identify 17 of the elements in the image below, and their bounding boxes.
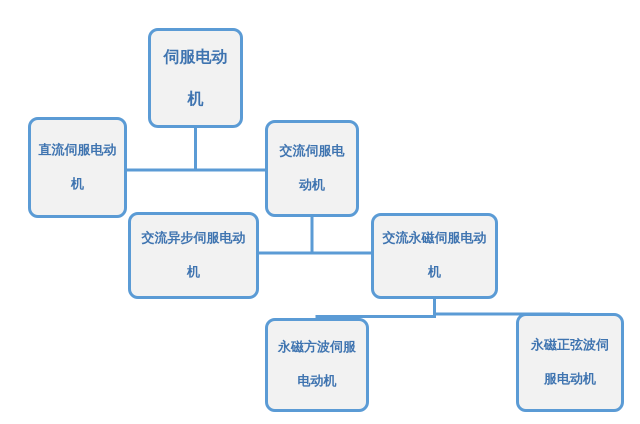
category-box — [265, 318, 369, 412]
category-label: 永磁正弦波伺服电动机 — [530, 336, 610, 388]
connector-line — [310, 217, 371, 254]
category-label: 永磁方波伺服电动机 — [276, 338, 357, 391]
category-box — [371, 213, 498, 299]
category-label: 交流永磁伺服电动机 — [382, 230, 488, 282]
category-label: 伺服电动机 — [162, 46, 228, 110]
category-label: 交流伺服电动机 — [278, 142, 346, 194]
connector-line — [433, 299, 572, 316]
category-box — [148, 28, 243, 128]
category-box — [28, 117, 127, 218]
category-box — [516, 313, 624, 412]
category-label: 交流异步伺服电动机 — [140, 230, 246, 282]
connector-line — [194, 128, 265, 172]
category-box — [265, 120, 359, 217]
category-label: 直流伺服电动机 — [38, 142, 118, 194]
category-box — [128, 212, 259, 299]
